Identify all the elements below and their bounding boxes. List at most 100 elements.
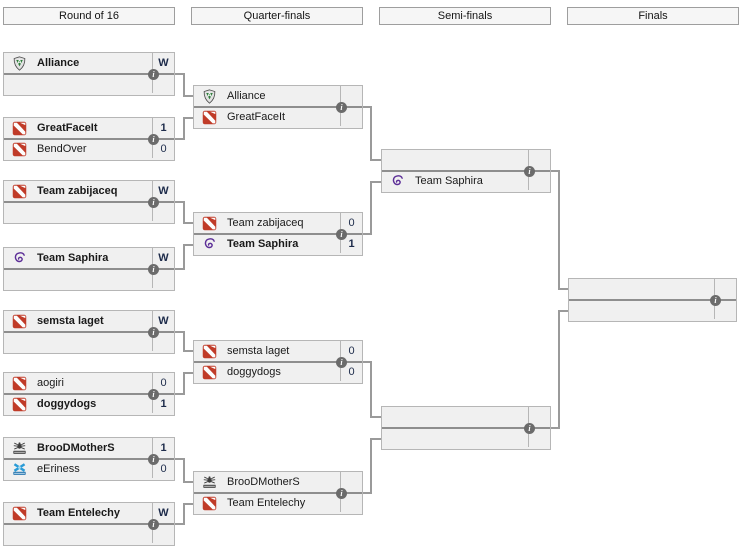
match-r16-5: semsta laget W i [3,310,175,354]
match-info-icon[interactable]: i [336,488,347,499]
team-slot[interactable]: BrooDMotherS 1 [4,438,174,458]
match-info-icon[interactable]: i [336,102,347,113]
team-score [340,472,362,492]
team-name: Team zabijaceq [227,217,304,229]
team-name: semsta laget [227,345,290,357]
team-name: Team Entelechy [227,497,306,509]
round-header-quarter-finals: Quarter-finals [191,7,363,25]
team-score [152,203,174,221]
match-qf-4: BrooDMotherS Team Entelechy i [193,471,363,515]
team-name: BrooDMotherS [37,442,115,454]
team-score [528,407,550,427]
team-slot[interactable]: Team Saphira 1 [194,233,362,253]
team-score: 0 [152,140,174,158]
alliance-logo-icon [12,56,27,71]
match-info-icon[interactable]: i [148,389,159,400]
match-r16-1: Alliance W i [3,52,175,96]
dota2-logo-icon [202,344,217,359]
team-slot[interactable]: GreatFaceIt 1 [4,118,174,138]
match-info-icon[interactable]: i [148,69,159,80]
dota2-logo-icon [202,365,217,380]
team-slot-empty [4,523,174,543]
team-score: 1 [152,395,174,413]
team-score: 0 [152,373,174,393]
team-score [528,429,550,447]
match-info-icon[interactable]: i [336,357,347,368]
team-name: GreatFaceIt [37,122,98,134]
team-slot[interactable]: Team zabijaceq W [4,181,174,201]
team-name: Team zabijaceq [37,185,118,197]
team-slot[interactable]: aogiri 0 [4,373,174,393]
team-score: 0 [152,460,174,478]
team-score: W [152,503,174,523]
team-name: Alliance [37,57,80,69]
round-header-semi-finals: Semi-finals [379,7,551,25]
team-slot[interactable]: Team Entelechy W [4,503,174,523]
team-score [152,270,174,288]
team-name: Team Saphira [415,175,483,187]
alliance-logo-icon [202,89,217,104]
match-sf-2: i [381,406,551,450]
team-slot-empty [569,299,736,319]
team-slot[interactable]: Team Saphira W [4,248,174,268]
team-name: BendOver [37,143,87,155]
match-info-icon[interactable]: i [148,197,159,208]
dota2-logo-icon [12,142,27,157]
team-slot[interactable]: GreatFaceIt [194,106,362,126]
match-r16-2: GreatFaceIt 1 BendOver 0 i [3,117,175,161]
team-name: GreatFaceIt [227,111,286,123]
team-slot[interactable]: Team Saphira [382,170,550,190]
team-score: 0 [340,341,362,361]
round-header-round-of-16: Round of 16 [3,7,175,25]
team-name: Alliance [227,90,266,102]
team-name: Team Entelechy [37,507,120,519]
match-info-icon[interactable]: i [148,519,159,530]
team-slot[interactable]: BrooDMotherS [194,472,362,492]
team-score [714,301,736,319]
team-slot-empty [382,407,550,427]
team-slot[interactable]: Team Entelechy [194,492,362,512]
team-slot[interactable]: Alliance W [4,53,174,73]
match-final: i [568,278,737,322]
team-score: W [152,53,174,73]
match-r16-8: Team Entelechy W i [3,502,175,546]
team-slot[interactable]: eEriness 0 [4,458,174,478]
team-name: Team Saphira [37,252,109,264]
team-slot-empty [569,279,736,299]
dota2-logo-icon [12,506,27,521]
saphira-logo-icon [390,174,405,189]
team-slot-empty [4,331,174,351]
match-r16-4: Team Saphira W i [3,247,175,291]
team-slot[interactable]: Team zabijaceq 0 [194,213,362,233]
team-slot-empty [4,268,174,288]
team-score: 1 [152,118,174,138]
team-score: 1 [152,438,174,458]
dota2-logo-icon [202,216,217,231]
team-score [152,333,174,351]
team-score [152,525,174,543]
team-slot[interactable]: doggydogs 1 [4,393,174,413]
saphira-logo-icon [12,251,27,266]
team-slot[interactable]: semsta laget 0 [194,341,362,361]
team-score: 1 [340,235,362,253]
match-info-icon[interactable]: i [524,423,535,434]
dota2-logo-icon [12,184,27,199]
team-slot[interactable]: BendOver 0 [4,138,174,158]
dota2-logo-icon [12,121,27,136]
team-slot[interactable]: Alliance [194,86,362,106]
team-slot[interactable]: semsta laget W [4,311,174,331]
team-name: doggydogs [37,398,97,410]
match-info-icon[interactable]: i [148,327,159,338]
match-info-icon[interactable]: i [710,295,721,306]
team-score [340,86,362,106]
eeriness-logo-icon [12,462,27,477]
team-slot[interactable]: doggydogs 0 [194,361,362,381]
match-info-icon[interactable]: i [148,134,159,145]
dota2-logo-icon [12,314,27,329]
match-r16-6: aogiri 0 doggydogs 1 i [3,372,175,416]
match-info-icon[interactable]: i [148,264,159,275]
match-info-icon[interactable]: i [336,229,347,240]
match-info-icon[interactable]: i [524,166,535,177]
team-score [714,279,736,299]
match-info-icon[interactable]: i [148,454,159,465]
